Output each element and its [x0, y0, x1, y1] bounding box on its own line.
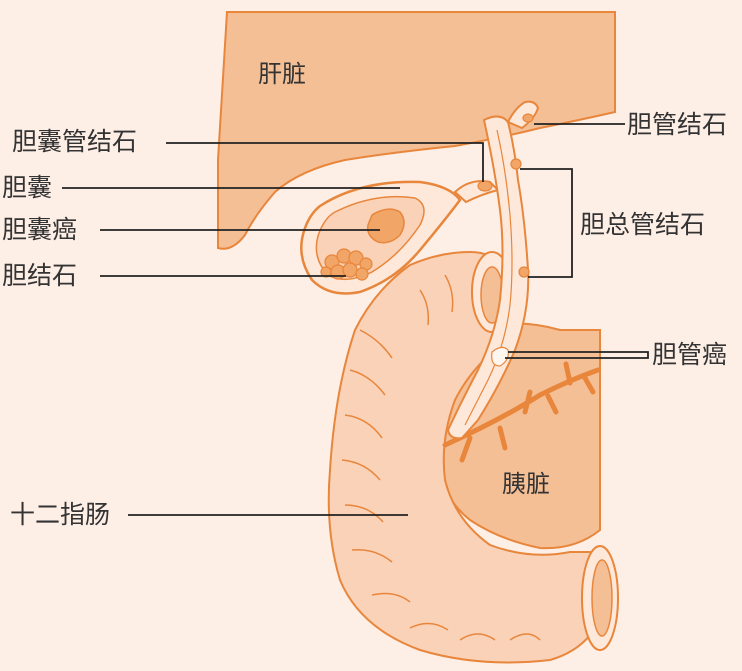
- leader-lines: [62, 123, 649, 516]
- liver-shape: [217, 11, 616, 250]
- liver-label: 肝脏: [258, 60, 306, 88]
- gallstones: [320, 248, 373, 281]
- common-bile-duct-stone-upper: [510, 158, 522, 170]
- label-cystic-duct-stone: 胆囊管结石: [12, 127, 138, 156]
- duodenum-folds: [341, 274, 541, 641]
- label-gallbladder: 胆囊: [2, 173, 53, 202]
- pancreatic-duct: [442, 361, 601, 463]
- label-gallbladder-cancer: 胆囊癌: [2, 215, 78, 244]
- leader-cystic-duct-stone: [166, 142, 484, 182]
- duodenum-end-inner: [591, 559, 613, 637]
- leader-common-bile-duct-stone: [520, 168, 573, 278]
- common-bile-duct-stone-lower: [518, 266, 530, 278]
- bile-duct-cancer-mass: [491, 346, 509, 367]
- label-common-bile-duct-stone: 胆总管结石: [580, 210, 706, 239]
- label-bile-duct-cancer: 胆管癌: [652, 340, 728, 369]
- cystic-duct-stone: [477, 180, 493, 192]
- leader-bile-duct-cancer: [505, 351, 649, 359]
- gallbladder-cancer-mass: [366, 208, 405, 244]
- label-gallstone: 胆结石: [2, 261, 78, 290]
- bile-duct-stone: [522, 113, 534, 123]
- label-bile-duct-stone: 胆管结石: [627, 110, 728, 139]
- label-duodenum: 十二指肠: [10, 500, 111, 529]
- pancreas-label: 胰脏: [502, 470, 550, 498]
